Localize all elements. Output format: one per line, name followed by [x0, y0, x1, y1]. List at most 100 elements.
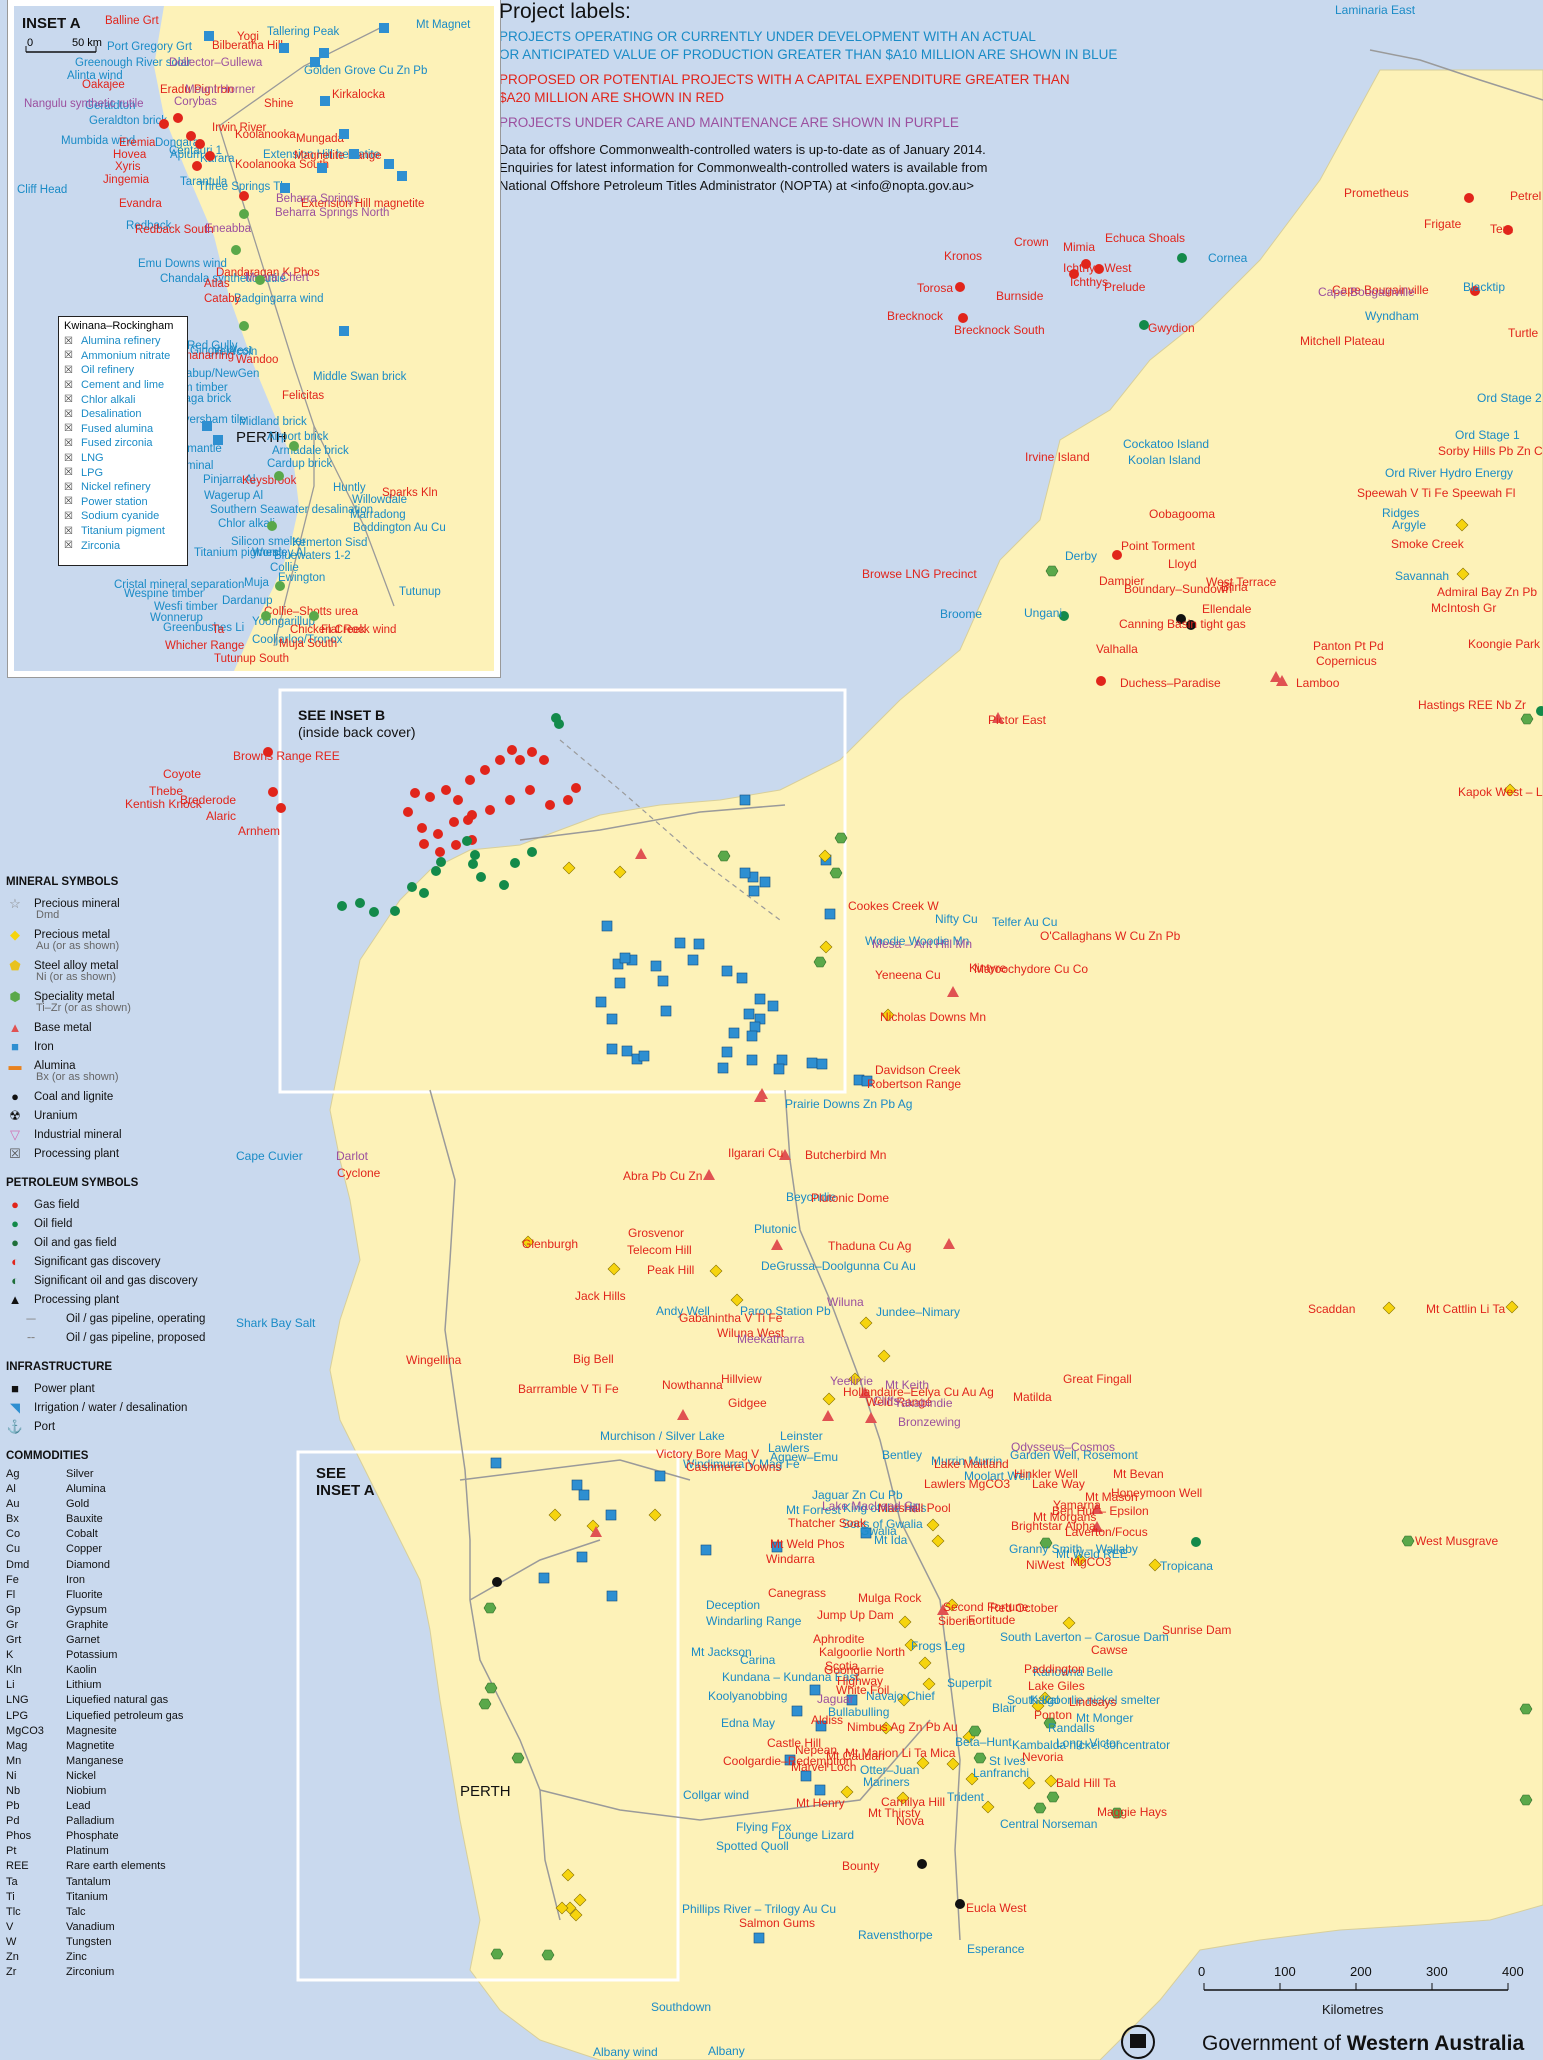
inset-a-label: Chandala synthetic rutile	[160, 273, 286, 285]
processing-plant-icon: ☒	[64, 510, 73, 522]
processing-plant-icon: ☒	[64, 452, 73, 464]
onshore-label-blue: Superpit	[947, 1676, 992, 1690]
inset-a-label: Nangulu synthetic rutile	[24, 98, 144, 110]
onshore-label-purple: Meekatharra	[737, 1332, 805, 1346]
commodity-code: Phos	[6, 1830, 32, 1843]
iron-marker	[721, 965, 733, 977]
offshore-label-blue: Blacktip	[1463, 280, 1505, 294]
commodity-name: Garnet	[66, 1634, 100, 1647]
onshore-label-red: Thaduna Cu Ag	[828, 1239, 911, 1253]
commodity-code: REE	[6, 1860, 29, 1873]
base-metal-icon: ▲	[8, 1020, 22, 1035]
offshore-label-blue: Derby	[1065, 549, 1097, 563]
onshore-label-red: Lake Giles	[1028, 1679, 1085, 1693]
iron-marker	[654, 1470, 666, 1482]
onshore-label-blue: Flying Fox	[736, 1820, 791, 1834]
offshore-label-red: Duchess–Paradise	[1120, 676, 1221, 690]
precious-metal-marker	[561, 1868, 575, 1882]
kwinana-item: ☒Desalination	[64, 407, 182, 422]
legend-mineral-label: Steel alloy metal	[34, 959, 119, 972]
onshore-label-red: Nova	[896, 1814, 924, 1828]
precious-metal-marker	[965, 1772, 979, 1786]
project-labels-panel: Project labels: PROJECTS OPERATING OR CU…	[499, 0, 1139, 195]
kwinana-item-label: Sodium cyanide	[81, 510, 160, 523]
inset-a-label: Flat Rock wind	[321, 624, 396, 636]
onshore-label-red: Coolgardie–Redemption	[723, 1754, 852, 1768]
gas-field-marker	[465, 775, 475, 785]
onshore-label-purple: Yeelirrie	[830, 1374, 873, 1388]
commodity-name: Nickel	[66, 1769, 96, 1782]
legend-infrastructure-label: Irrigation / water / desalination	[34, 1401, 188, 1414]
speciality-metal-marker	[717, 850, 731, 862]
inset-a-speciality-marker	[289, 441, 299, 451]
offshore-label-blue: Koolan Island	[1128, 453, 1201, 467]
note-line3: National Offshore Petroleum Titles Admin…	[499, 178, 974, 193]
onshore-label-red: Marshall Pool	[878, 1501, 951, 1515]
iron-marker	[800, 1770, 812, 1782]
offshore-label-red: Panton Pt Pd	[1313, 639, 1384, 653]
onshore-label-red: Highway	[837, 1674, 883, 1688]
gas-field-marker	[525, 785, 535, 795]
gas-field-marker	[453, 795, 463, 805]
offshore-label-blue: Ridges	[1382, 506, 1419, 520]
inset-a-label-line2: INSET A	[316, 1482, 375, 1499]
onshore-label-red: Marvel Loch	[791, 1760, 856, 1774]
iron-marker	[806, 1057, 818, 1069]
kwinana-item: ☒Fused alumina	[64, 422, 182, 437]
iron-marker	[746, 1030, 758, 1042]
kwinana-item-label: Cement and lime	[81, 379, 165, 392]
onshore-label-red: Wingellina	[406, 1353, 462, 1367]
base-metal-marker	[754, 1091, 766, 1102]
legend-mineral-row: ▽Industrial mineral	[6, 1125, 226, 1144]
offshore-label-red: Kapok West – Lennard Shelf Pb Zn Ag	[1458, 785, 1543, 799]
inset-a-label: Worsley Al	[252, 547, 306, 559]
legend-petroleum-label: Significant oil and gas discovery	[34, 1274, 198, 1287]
offshore-label-red: Prelude	[1104, 280, 1146, 294]
base-metal-marker	[1091, 1503, 1103, 1514]
precious-metal-marker	[521, 1235, 535, 1249]
industrial-mineral-icon: ▽	[10, 1126, 20, 1142]
inset-a-label: Yerecoin	[213, 346, 257, 358]
precious-metal-marker	[1503, 783, 1517, 797]
oil-field-marker	[1536, 706, 1543, 716]
inset-a-label: Gingin West	[190, 345, 253, 357]
onshore-label-red: Kintyre	[969, 961, 1007, 975]
port-icon: ⚓	[6, 1418, 24, 1434]
inset-a-label: Beharra Springs North	[275, 207, 389, 219]
legend-mineral-row: ▲Base metal	[6, 1018, 226, 1037]
legend-mineral-label: Processing plant	[34, 1147, 120, 1160]
precious-metal-marker	[881, 1008, 895, 1022]
precious-metal-marker	[1062, 1616, 1076, 1630]
kwinana-item-label: LPG	[81, 466, 104, 479]
iron-marker	[776, 1054, 788, 1066]
gas-field-marker	[1112, 550, 1122, 560]
onshore-label-red: White Foil	[836, 1683, 889, 1697]
inset-a-label: Midland brick	[239, 416, 307, 428]
inset-a-label: Atlas	[204, 278, 230, 290]
precious-metal-marker	[877, 1349, 891, 1363]
commodity-name: Lead	[66, 1800, 91, 1813]
offshore-label-red: Brecknock	[887, 309, 944, 323]
kwinana-item-label: Oil refinery	[81, 364, 135, 377]
inset-a-label: Geraldton	[85, 100, 136, 112]
iron-marker	[861, 1075, 873, 1087]
onshore-label-blue: Lawlers	[768, 1441, 809, 1455]
onshore-label-red: Wiluna West	[717, 1326, 785, 1340]
onshore-label-red: Carnilya Hill	[881, 1795, 945, 1809]
inset-a-speciality-marker	[261, 611, 271, 621]
inset-a-label: Chicken Creek	[290, 624, 366, 636]
commodity-code: Zn	[6, 1951, 19, 1963]
speciality-metal-marker	[1046, 1791, 1060, 1803]
offshore-label-blue: Savannah	[1395, 569, 1449, 583]
inset-a-outline	[296, 1450, 680, 1982]
inset-a-label: Balline Grt	[105, 15, 159, 27]
inset-a-label: Irwin River	[212, 122, 266, 134]
inset-a-iron-marker	[213, 435, 223, 445]
processing-plant-icon: ☒	[64, 335, 73, 347]
